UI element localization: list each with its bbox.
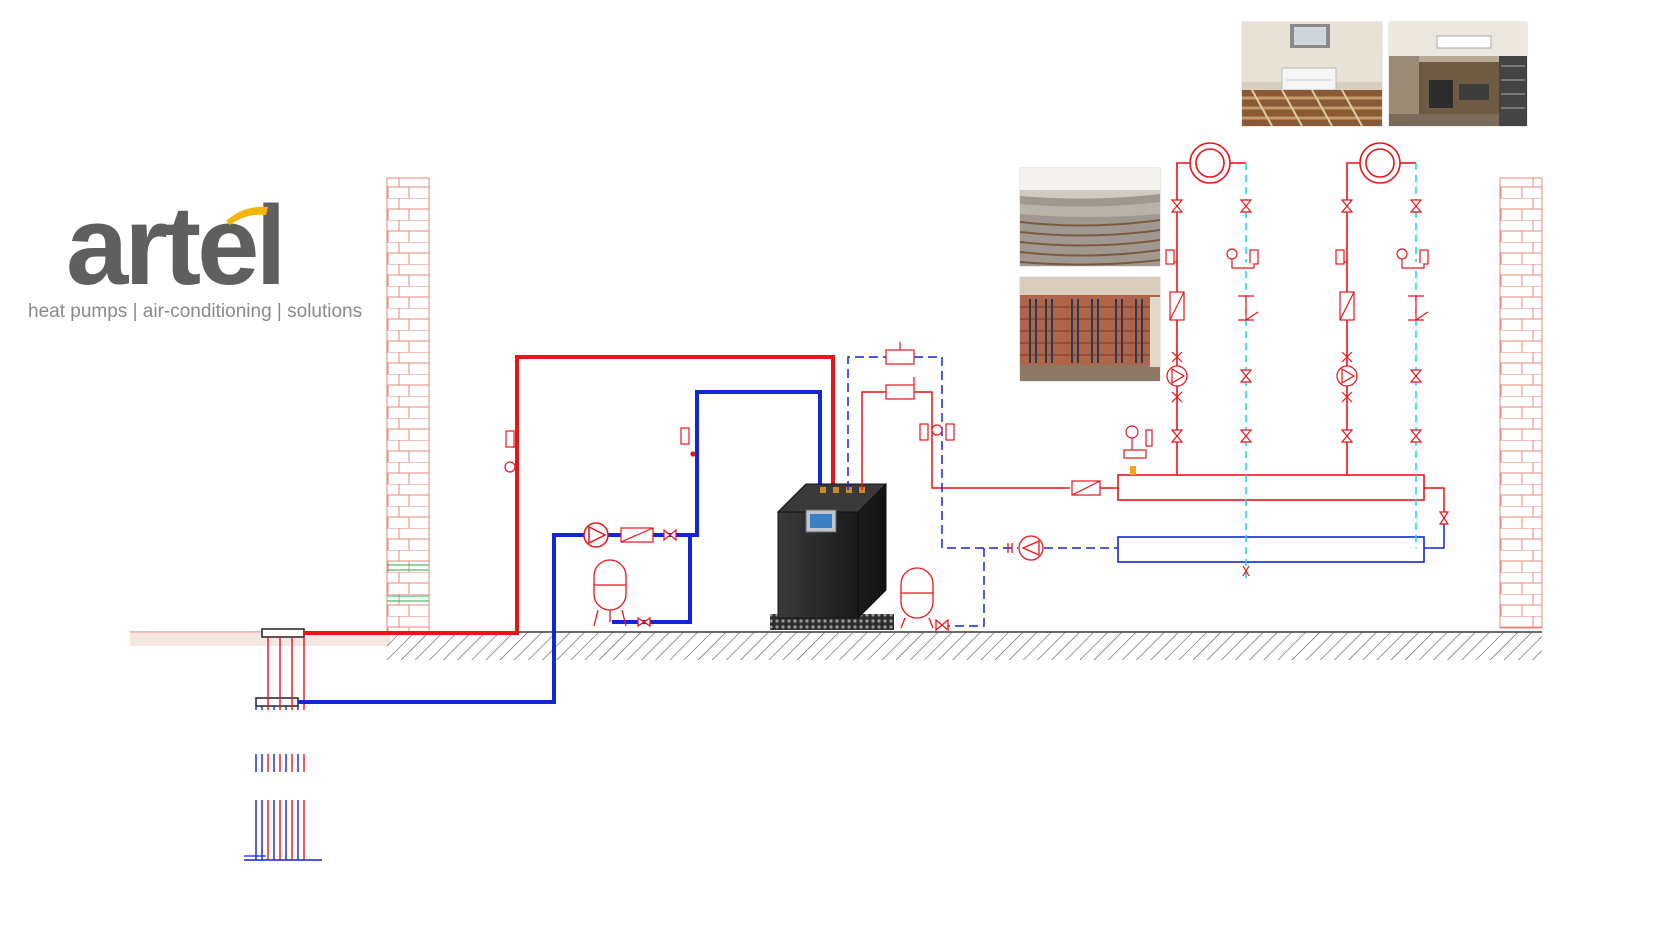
right-wall [1499,177,1543,629]
ground-line [130,631,1542,660]
fan-coil-unit-icon [1359,142,1401,184]
load-expansion-vessel [900,567,949,632]
collector-bypass [1424,487,1450,549]
collector-gauge-group [1123,425,1153,475]
source-valve-icon [663,528,677,542]
ground-loop-field [244,628,322,861]
load-supply-pipe [861,391,1118,490]
photo-underfloor-pipes [1020,168,1160,266]
source-thermometer-icon [504,430,517,473]
left-wall [386,177,430,633]
logo-swoosh-icon [226,206,268,225]
photo-wall-heating-pipes [1020,277,1160,381]
heat-pump-unit [770,483,894,630]
load-supply-sensor-icon [885,342,955,441]
photo-ceiling-unit-office [1389,22,1527,126]
photo-fan-coil-room [1242,22,1382,126]
circuit-1 [1165,142,1259,580]
fan-coil-unit-icon [1189,142,1231,184]
brand-tagline: heat pumps | air-conditioning | solution… [28,301,363,322]
return-collector [1117,536,1425,563]
source-supply-pipe [304,355,835,635]
source-filter-icon [620,527,654,543]
brand-logo: artel heat pumps | air-conditioning | so… [28,190,388,340]
source-expansion-vessel [593,559,651,628]
supply-collector [1117,474,1425,501]
brand-wordmark: artel [66,183,287,308]
source-return-thermometer-icon [680,427,696,457]
load-return-pipe [847,356,1118,627]
load-filter-icon [1071,480,1101,496]
load-pump-icon [1007,535,1044,561]
source-pump-icon [583,522,609,548]
circuit-2 [1335,142,1429,548]
